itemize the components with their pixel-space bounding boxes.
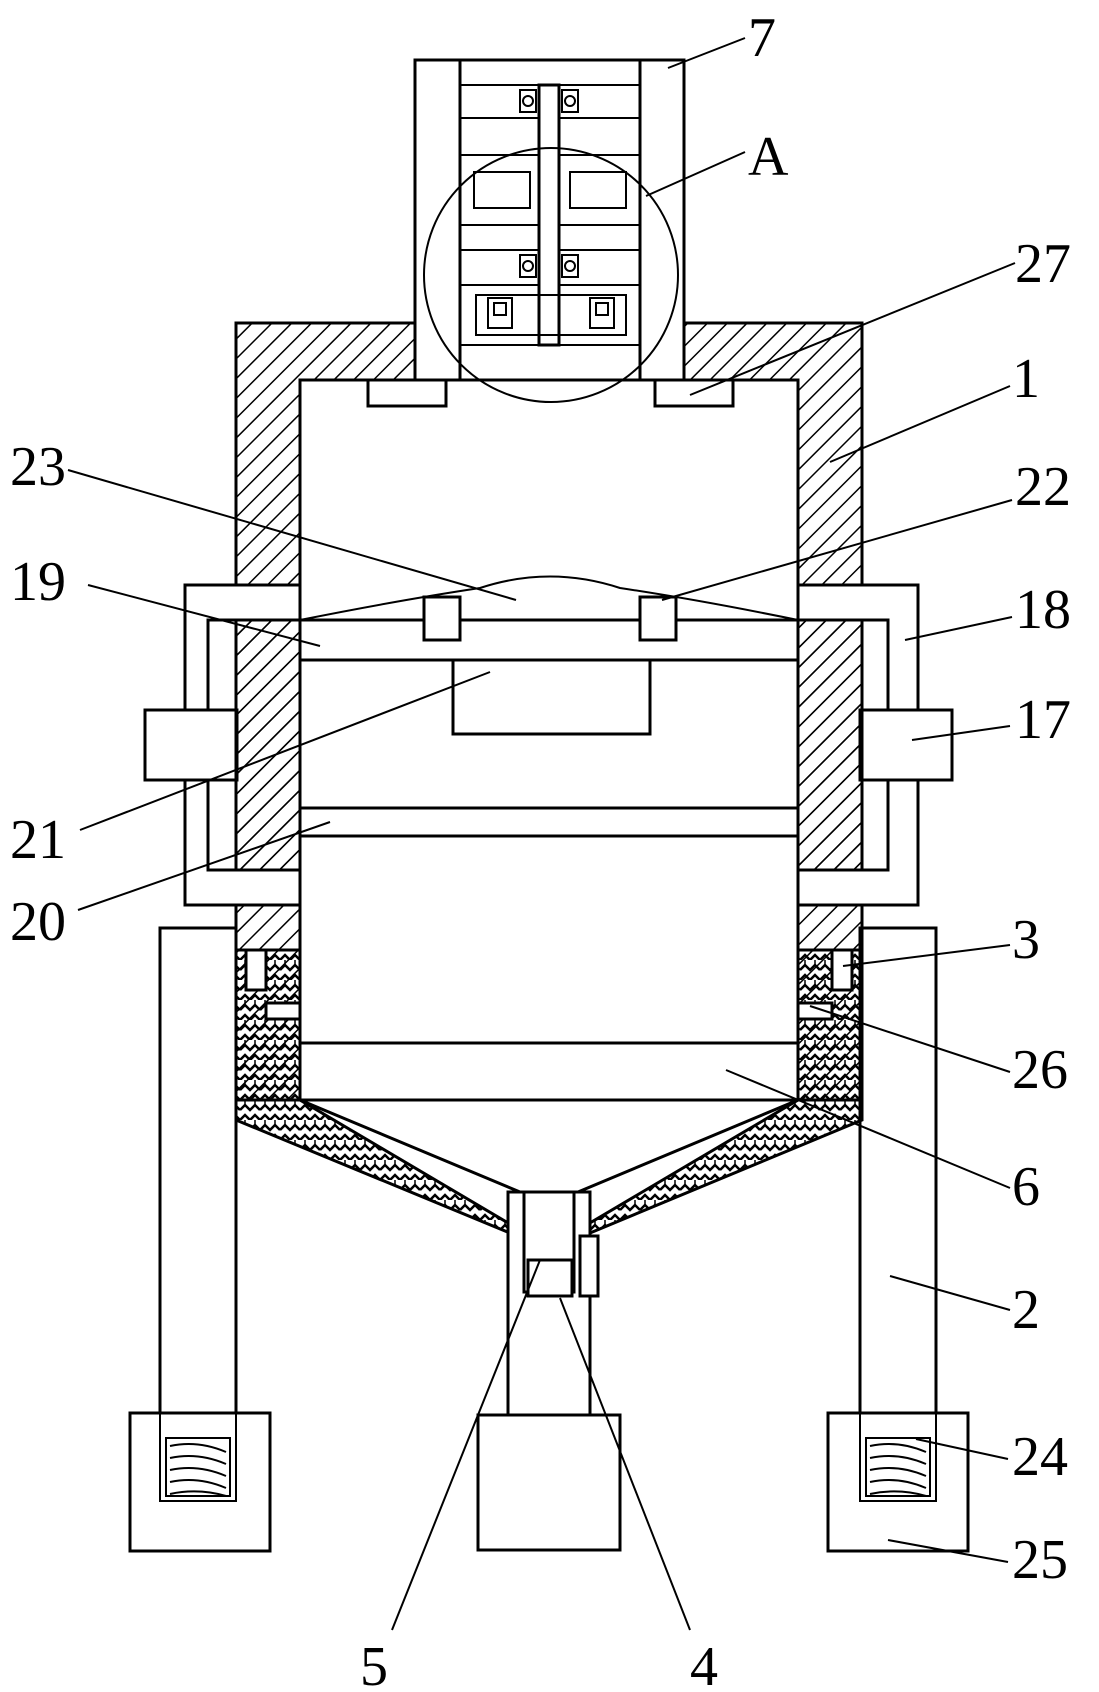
label-5: 5	[360, 1636, 388, 1692]
motor-block	[451, 658, 652, 736]
label-25: 25	[1012, 1529, 1068, 1591]
discharge-valve	[578, 1234, 600, 1298]
label-23: 23	[10, 436, 66, 498]
dome-cover	[299, 575, 799, 621]
leader-lines	[67, 37, 1016, 1631]
label-3: 3	[1012, 909, 1040, 971]
right-clamp-block	[858, 708, 954, 782]
label-7: 7	[748, 7, 776, 69]
right-foot-base	[826, 1411, 970, 1553]
label-6: 6	[1012, 1156, 1040, 1218]
left-spring	[169, 1443, 227, 1497]
top-clamp-left	[366, 378, 448, 408]
callout-labels: 7 A 27 1 23 22 19 18 17 21 20 3 26 6 2 2…	[10, 7, 1071, 1692]
right-leg	[858, 926, 938, 1418]
wall-hatch-overlay	[234, 618, 864, 872]
label-22: 22	[1015, 456, 1071, 518]
label-21: 21	[10, 809, 66, 871]
left-clamp-block	[143, 708, 239, 782]
right-post	[638, 595, 678, 642]
collection-box	[476, 1413, 622, 1552]
inner-chamber	[298, 378, 800, 1194]
top-motor-housing	[413, 58, 686, 382]
label-20: 20	[10, 891, 66, 953]
filter-plate	[298, 618, 800, 662]
label-27: 27	[1015, 233, 1071, 295]
detail-circle-a	[423, 147, 679, 403]
label-a: A	[748, 126, 789, 188]
left-foot-base	[128, 1411, 272, 1553]
label-24: 24	[1012, 1426, 1068, 1488]
label-2: 2	[1012, 1279, 1040, 1341]
label-4: 4	[690, 1636, 718, 1692]
label-1: 1	[1012, 348, 1040, 410]
label-19: 19	[10, 551, 66, 613]
left-leg	[158, 926, 238, 1418]
left-post	[422, 595, 462, 642]
discharge-pipe	[506, 1190, 592, 1419]
label-18: 18	[1015, 579, 1071, 641]
screen-plate	[298, 806, 800, 838]
right-spring	[869, 1443, 927, 1497]
label-26: 26	[1012, 1039, 1068, 1101]
label-17: 17	[1015, 689, 1071, 751]
